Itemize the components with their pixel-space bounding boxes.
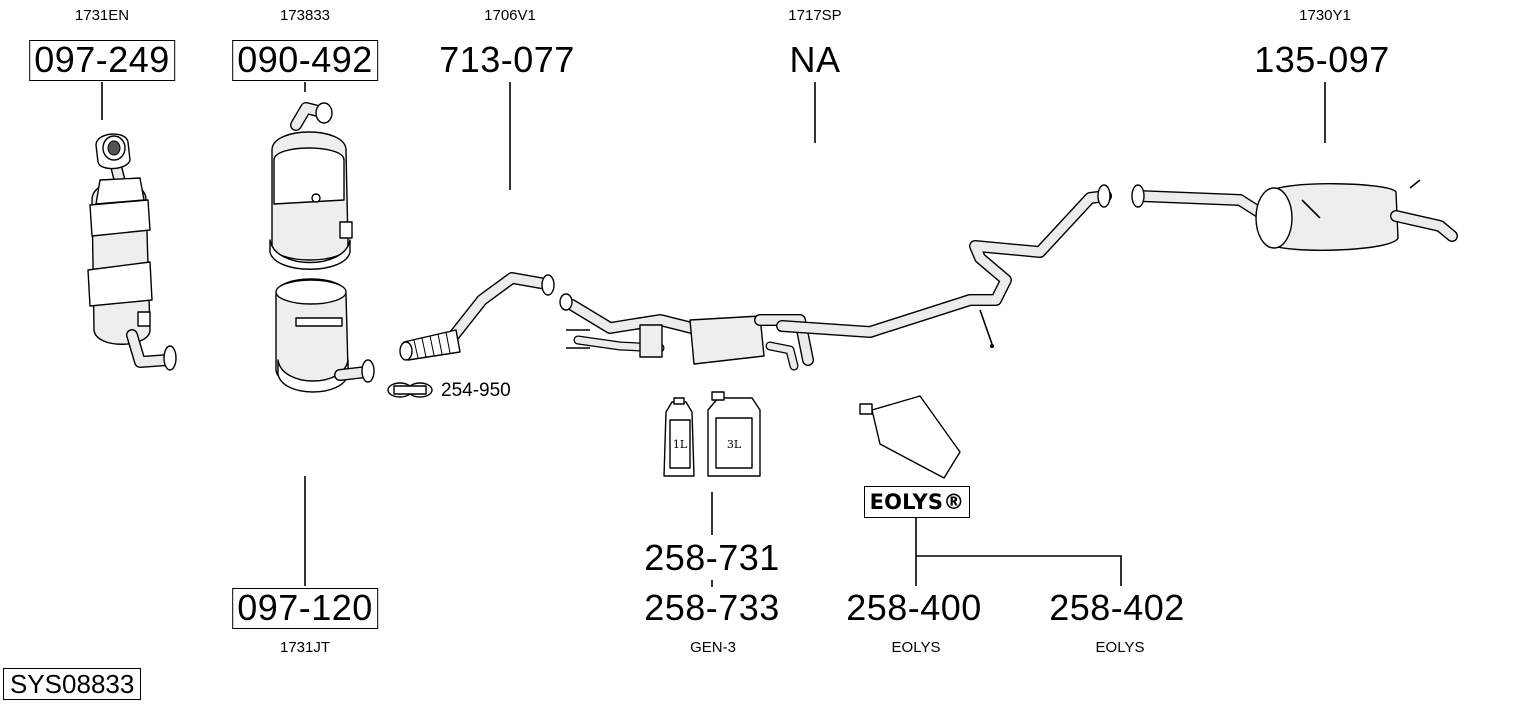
part-097-249-drawing	[87, 133, 177, 371]
part-ref-1717SP: 1717SP	[788, 7, 842, 24]
system-code: SYS08833	[3, 668, 142, 700]
bottle-large-label: 3L	[727, 438, 742, 451]
part-number-258-733[interactable]: 258-733	[644, 587, 780, 628]
eolys-bag-drawing	[859, 395, 961, 479]
part-na-drawing	[559, 184, 1112, 371]
bottle-small-label: 1L	[673, 438, 688, 451]
part-ref-1706V1: 1706V1	[484, 7, 536, 24]
part-number-258-731[interactable]: 258-731	[644, 537, 780, 578]
part-ref-173833: 173833	[279, 7, 331, 24]
part-number-713-077[interactable]: 713-077	[439, 39, 575, 80]
part-ref-eolys-1: EOLYS	[891, 639, 941, 656]
part-090-492-drawing	[269, 102, 353, 270]
part-number-258-402[interactable]: 258-402	[1049, 587, 1185, 628]
leader-258-402	[916, 555, 1122, 586]
part-ref-eolys-2: EOLYS	[1095, 639, 1145, 656]
part-number-135-097[interactable]: 135-097	[1254, 39, 1390, 80]
leader-lines	[101, 82, 1326, 587]
part-ref-gen-3: GEN-3	[690, 639, 736, 656]
part-135-097-drawing	[1131, 179, 1458, 251]
fluid-containers-drawing: 1L 3L	[663, 391, 761, 477]
part-ref-1730Y1: 1730Y1	[1299, 7, 1351, 24]
part-number-na[interactable]: NA	[789, 39, 841, 80]
part-number-097-249[interactable]: 097-249	[29, 40, 175, 81]
part-097-120-drawing	[275, 278, 375, 393]
part-number-090-492[interactable]: 090-492	[232, 40, 378, 81]
eolys-logo: EOLYS®	[864, 486, 970, 518]
part-ref-1731EN: 1731EN	[74, 7, 130, 24]
part-number-254-950[interactable]: 254-950	[441, 380, 511, 401]
part-number-097-120[interactable]: 097-120	[232, 588, 378, 629]
part-number-258-400[interactable]: 258-400	[846, 587, 982, 628]
part-713-077-drawing	[399, 272, 555, 361]
clamp-254-950-drawing	[387, 382, 433, 398]
part-ref-1731JT: 1731JT	[279, 639, 331, 656]
